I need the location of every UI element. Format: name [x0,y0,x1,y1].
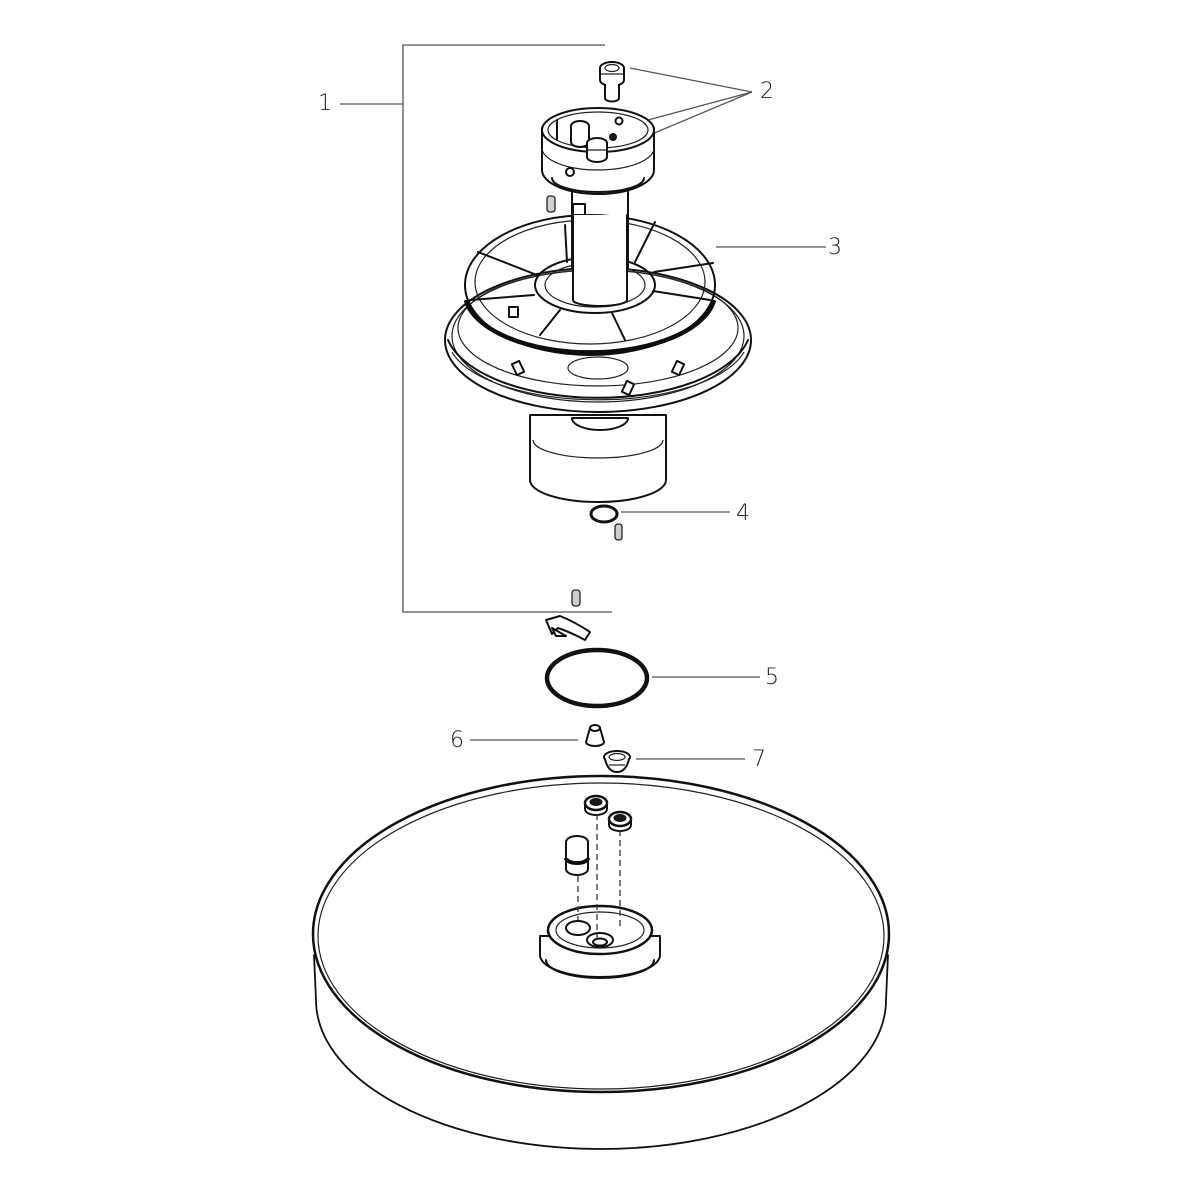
callout-1-label: 1 [318,91,332,116]
callout-6-label: 6 [450,728,464,753]
callout-4-label: 4 [736,501,750,526]
callout-2-label: 2 [760,79,774,104]
base-disc [444,267,752,503]
callout-5-label: 5 [765,665,779,690]
part-7-cup-seal [603,750,631,773]
rotate-arrow-icon [545,615,591,641]
callout-3-label: 3 [828,235,842,260]
part-6-conical-plug [585,724,605,747]
flow-inserts [564,794,633,938]
callout-2-leaders [629,67,753,135]
part-2-valve-insert-top [599,61,625,103]
part-3-spoked-ring [463,214,717,356]
plate-connector [539,904,661,979]
part-5-large-o-ring [544,647,650,709]
part-4-small-o-ring [571,504,623,607]
assembly-bracket-1 [340,44,612,613]
shower-head-plate [311,774,891,1150]
callout-7-label: 7 [752,747,766,772]
